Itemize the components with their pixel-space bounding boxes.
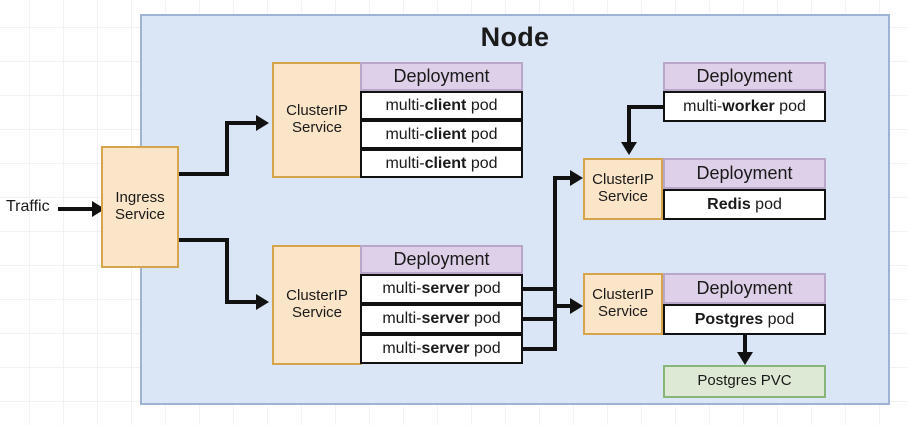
pod-client-3[interactable]: multi-client pod [360, 149, 523, 178]
server-bus-to-redis-line [553, 176, 573, 180]
clusterip-service-redis-line2: Service [597, 188, 649, 205]
server-bus-vertical [553, 176, 557, 351]
clusterip-service-postgres-line2: Service [597, 303, 649, 320]
deployment-header-redis: Deployment [663, 158, 826, 189]
clusterip-service-client-line1: ClusterIP [286, 102, 348, 120]
clusterip-service-redis-line1: ClusterIP [592, 171, 654, 189]
pod-server-1[interactable]: multi-server pod [360, 274, 523, 304]
pod-server-3-label: multi-server pod [382, 340, 501, 358]
postgres-to-pvc-arrow-head [737, 352, 753, 365]
ingress-service-label-line2: Service [114, 206, 166, 223]
clusterip-service-redis[interactable]: ClusterIP Service [583, 158, 663, 220]
clusterip-service-postgres-line1: ClusterIP [592, 286, 654, 304]
worker-to-redis-arrow-head [621, 142, 637, 155]
pod-client-2[interactable]: multi-client pod [360, 120, 523, 149]
pod-postgres-1[interactable]: Postgres pod [663, 304, 826, 335]
pod-server-3[interactable]: multi-server pod [360, 334, 523, 364]
ingress-service-box[interactable]: Ingress Service [101, 146, 179, 268]
worker-to-redis-seg-v [627, 105, 631, 145]
ingress-to-client-seg-h1 [179, 172, 229, 176]
server-bus-to-postgres-line [553, 304, 573, 308]
node-title: Node [480, 22, 550, 52]
deployment-header-worker: Deployment [663, 62, 826, 91]
ingress-service-label-line1: Ingress [115, 189, 165, 207]
server-pod-3-stub [521, 347, 557, 351]
ingress-to-client-arrow-head [256, 115, 269, 131]
pod-client-2-label: multi-client pod [385, 125, 498, 143]
pod-client-1[interactable]: multi-client pod [360, 91, 523, 120]
postgres-pvc-box[interactable]: Postgres PVC [663, 365, 826, 398]
pod-redis-1[interactable]: Redis pod [663, 189, 826, 220]
pod-server-2[interactable]: multi-server pod [360, 304, 523, 334]
postgres-to-pvc-line [743, 335, 747, 355]
pod-server-1-label: multi-server pod [382, 280, 501, 298]
clusterip-service-client-line2: Service [291, 119, 343, 136]
traffic-arrow-line [58, 207, 96, 211]
deployment-header-postgres: Deployment [663, 273, 826, 304]
traffic-label: Traffic [6, 198, 50, 215]
pod-client-3-label: multi-client pod [385, 154, 498, 172]
ingress-to-server-arrow-head [256, 294, 269, 310]
pod-redis-1-label: Redis pod [707, 195, 782, 213]
clusterip-service-client[interactable]: ClusterIP Service [272, 62, 362, 178]
clusterip-service-postgres[interactable]: ClusterIP Service [583, 273, 663, 335]
pod-client-1-label: multi-client pod [385, 96, 498, 114]
pod-worker-1[interactable]: multi-worker pod [663, 91, 826, 122]
deployment-header-client: Deployment [360, 62, 523, 91]
server-bus-to-postgres-arrow-head [570, 298, 583, 314]
deployment-header-server: Deployment [360, 245, 523, 274]
ingress-to-server-seg-h2 [225, 300, 259, 304]
clusterip-service-server-line1: ClusterIP [286, 287, 348, 305]
ingress-to-server-seg-h1 [179, 238, 229, 242]
server-pod-1-stub [521, 287, 557, 291]
clusterip-service-server[interactable]: ClusterIP Service [272, 245, 362, 365]
ingress-to-client-seg-h2 [225, 121, 259, 125]
pod-postgres-1-label: Postgres pod [694, 310, 795, 328]
worker-to-redis-seg-h [627, 105, 665, 109]
clusterip-service-server-line2: Service [291, 304, 343, 321]
server-bus-to-redis-arrow-head [570, 170, 583, 186]
pod-worker-1-label: multi-worker pod [683, 97, 806, 115]
ingress-to-client-seg-v [225, 121, 229, 176]
server-pod-2-stub [521, 317, 557, 321]
ingress-to-server-seg-v [225, 238, 229, 304]
pod-server-2-label: multi-server pod [382, 310, 501, 328]
